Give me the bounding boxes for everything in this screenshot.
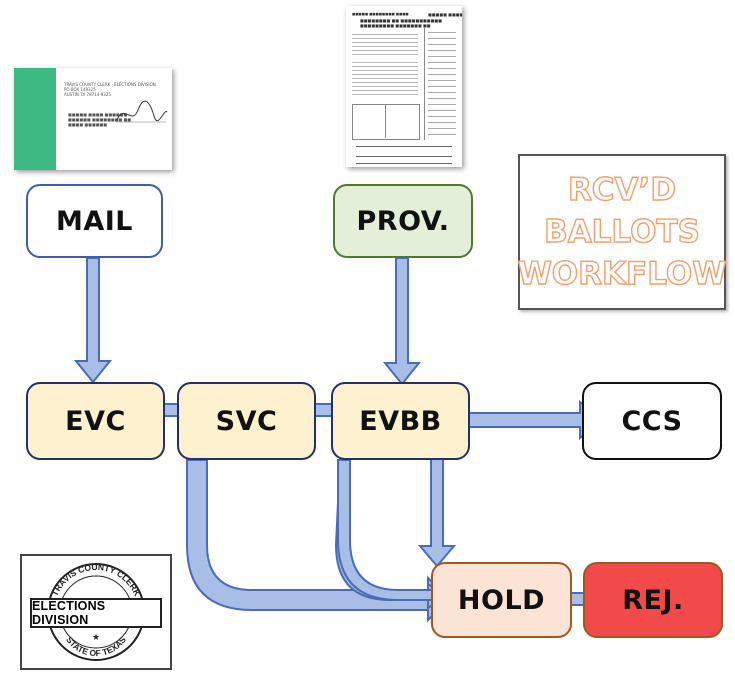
elections-division-logo: TRAVIS COUNTY CLERK STATE OF TEXAS ★ ELE… <box>20 554 172 670</box>
node-evc-label: EVC <box>65 405 126 437</box>
node-evc: EVC <box>26 382 165 460</box>
svg-text:TRAVIS COUNTY CLERK: TRAVIS COUNTY CLERK <box>50 562 143 598</box>
arrow-mail-to-evc <box>73 257 113 384</box>
star-icon: ★ <box>92 633 100 643</box>
node-mail-label: MAIL <box>55 205 133 237</box>
signature-scribble <box>116 100 168 123</box>
envelope-green-stripe <box>14 68 56 170</box>
provisional-affidavit-form-image: ■■■■■ ■■■■■■■■ ■■■■ ■■■■■ ■■■■ ■■■■■■■■ … <box>346 6 462 167</box>
node-svc-label: SVC <box>215 405 278 437</box>
node-prov: PROV. <box>333 184 473 258</box>
title-line-2: BALLOTS <box>543 213 700 250</box>
arrow-prov-to-evbb <box>382 257 422 386</box>
workflow-title-box: RCV’D BALLOTS WORKFLOW <box>517 154 727 310</box>
node-hold: HOLD <box>431 562 572 638</box>
title-line-1: RCV’D <box>567 171 677 208</box>
node-rej-label: REJ. <box>622 584 684 616</box>
node-ccs: CCS <box>582 382 722 460</box>
title-line-3: WORKFLOW <box>517 255 727 292</box>
node-rej: REJ. <box>583 562 723 638</box>
node-hold-label: HOLD <box>457 584 546 616</box>
node-prov-label: PROV. <box>356 205 450 237</box>
node-mail: MAIL <box>26 184 163 258</box>
node-svc: SVC <box>177 382 316 460</box>
seal-title: ELECTIONS DIVISION <box>30 598 162 628</box>
node-evbb: EVBB <box>331 382 470 460</box>
seal-top-text: TRAVIS COUNTY CLERK <box>50 562 143 598</box>
mail-ballot-envelope-image: TRAVIS COUNTY CLERK · ELECTIONS DIVISION… <box>14 68 172 170</box>
node-evbb-label: EVBB <box>359 405 442 437</box>
node-ccs-label: CCS <box>621 405 683 437</box>
